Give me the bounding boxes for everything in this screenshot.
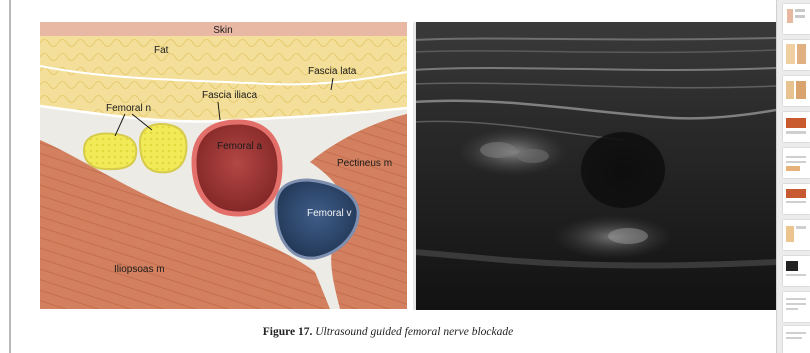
figure-caption-text: Ultrasound guided femoral nerve blockade (315, 326, 513, 338)
label-fascia-iliaca: Fascia iliaca (202, 90, 257, 101)
femoral-nerve-left (84, 134, 136, 170)
page-thumb-10[interactable] (783, 326, 810, 353)
ultrasound-drawing (413, 22, 776, 310)
page-thumb-7[interactable] (783, 220, 810, 250)
page-thumb-1[interactable] (783, 4, 810, 34)
label-femoral-nerve: Femoral n (106, 103, 151, 114)
label-skin: Skin (213, 25, 232, 36)
page-thumb-6[interactable] (783, 184, 810, 214)
page-thumb-2[interactable] (783, 40, 810, 70)
label-pectineus: Pectineus m (337, 158, 392, 169)
page-thumb-3[interactable] (783, 76, 810, 106)
figure-caption: Figure 17. Ultrasound guided femoral ner… (0, 326, 776, 338)
label-fat: Fat (154, 45, 169, 56)
label-femoral-vein: Femoral v (307, 208, 351, 219)
femoral-artery (194, 122, 280, 214)
anatomy-illustration: Skin Fat Fascia lata Fascia iliaca Femor… (40, 22, 407, 309)
femoral-nerve-right (140, 124, 186, 172)
label-femoral-artery: Femoral a (217, 141, 262, 152)
page-thumbnail-strip[interactable] (776, 0, 810, 353)
fat-layer (40, 36, 407, 122)
label-iliopsoas: Iliopsoas m (114, 264, 165, 275)
page-thumb-9[interactable] (783, 292, 810, 322)
ultrasound-image (413, 22, 776, 310)
figure-number: Figure 17. (263, 326, 313, 338)
anatomy-drawing: Skin Fat Fascia lata Fascia iliaca Femor… (40, 22, 407, 309)
label-fascia-lata: Fascia lata (308, 66, 357, 77)
page-thumb-8[interactable] (783, 256, 810, 286)
page-left-edge (9, 0, 11, 353)
page-thumb-4[interactable] (783, 112, 810, 142)
page-thumb-5[interactable] (783, 148, 810, 178)
